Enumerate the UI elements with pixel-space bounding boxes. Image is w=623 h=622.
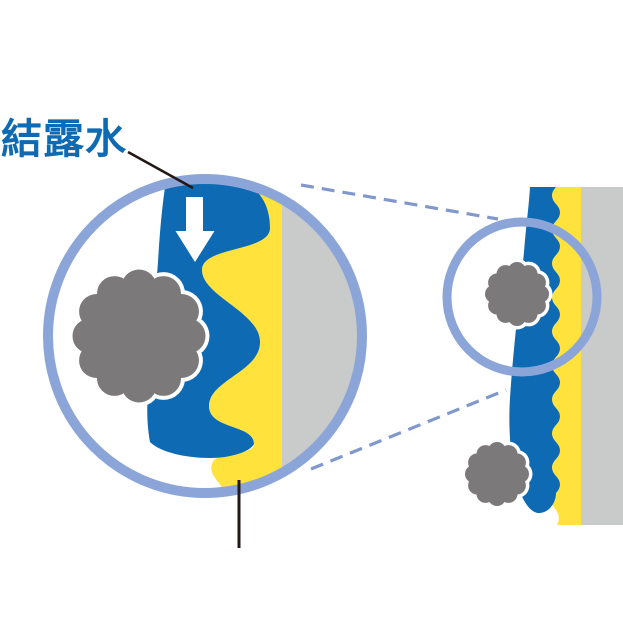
insulation-layer-yellow-large <box>202 178 282 494</box>
structure-layer-gray-small <box>581 187 623 525</box>
condensation-water-layer-small <box>509 187 560 514</box>
cloud-blob-large <box>68 265 210 407</box>
cloud-bump <box>507 453 526 472</box>
zoom-guide-line-top <box>300 183 499 221</box>
zoom-guide-line-bottom <box>310 388 507 471</box>
magnifier-circle-small <box>442 217 602 377</box>
condensation-water-label: 結露水 <box>1 116 127 162</box>
magnifier-circle-large <box>43 174 367 498</box>
wall-cross-section <box>509 187 623 525</box>
cloud-blob-small-2 <box>461 438 533 510</box>
cloud-blob-small-1 <box>481 258 553 330</box>
cloud-bump <box>527 273 546 292</box>
label-leader-line <box>127 150 194 190</box>
downward-flow-arrow-icon <box>175 197 215 262</box>
cloud-bump <box>163 294 199 329</box>
cloud-bump <box>90 287 188 385</box>
